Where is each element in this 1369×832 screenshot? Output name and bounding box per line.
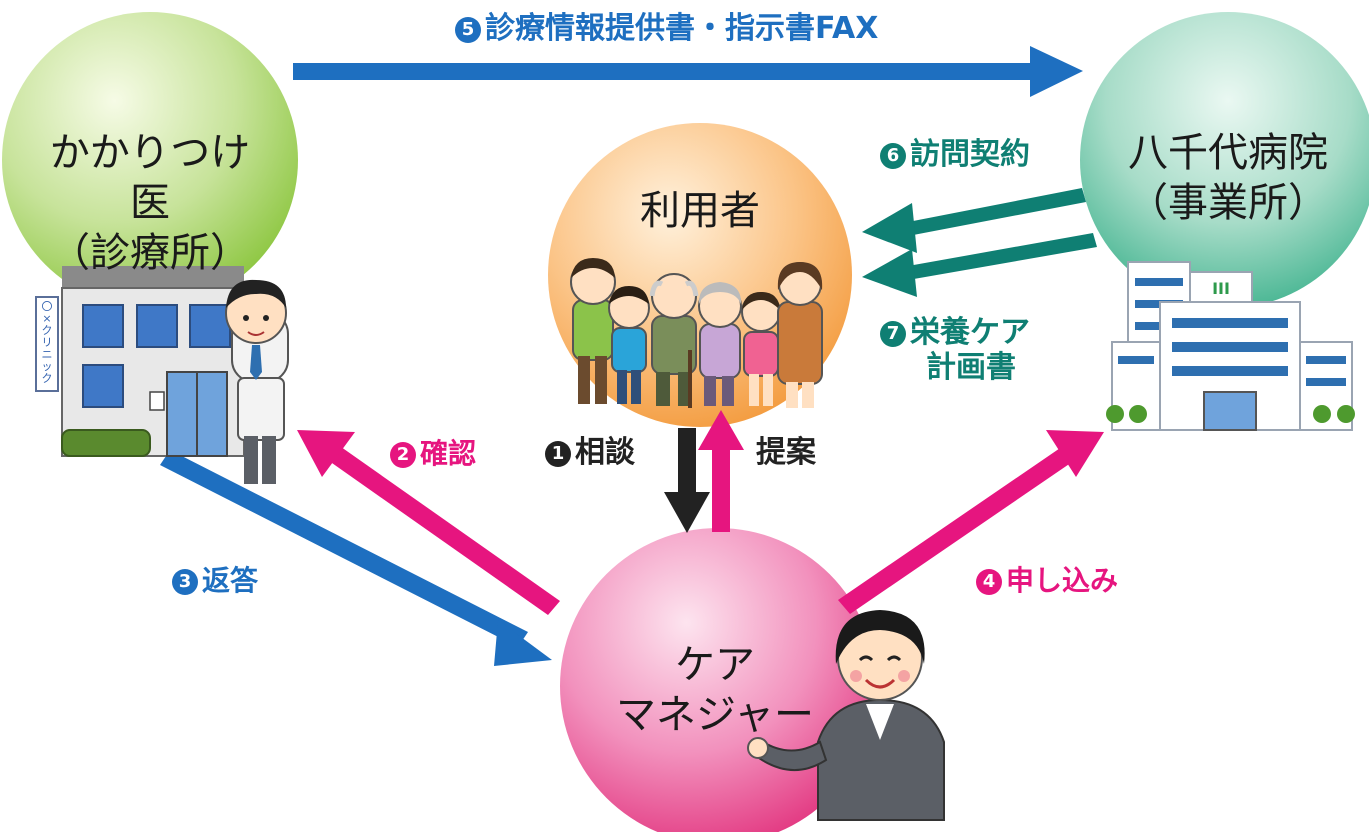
clinic-sign-char: ッ bbox=[42, 360, 53, 373]
arrow-6-contract bbox=[862, 188, 1086, 253]
badge-6: 6 bbox=[880, 143, 906, 169]
label-7-text2: 計画書 bbox=[926, 349, 1016, 385]
badge-1: 1 bbox=[545, 441, 571, 467]
arrow-5-fax bbox=[293, 46, 1083, 97]
arrow-2-confirm bbox=[297, 430, 560, 615]
clinic-sign-char: 〇 bbox=[42, 300, 53, 313]
arrow-proposal bbox=[698, 410, 744, 532]
badge-2: 2 bbox=[390, 442, 416, 468]
arrow-1-consult bbox=[664, 428, 710, 533]
label-proposal: 提案 bbox=[756, 435, 816, 471]
clinic-sign-char: ニ bbox=[42, 348, 53, 361]
user-name: 利用者 bbox=[640, 188, 760, 234]
badge-5: 5 bbox=[455, 17, 481, 43]
hospital-name: 八千代病院 bbox=[1128, 130, 1328, 176]
badge-3: 3 bbox=[172, 569, 198, 595]
caremanager-node-title: ケア マネジャー bbox=[600, 640, 830, 740]
care-manager-icon bbox=[747, 610, 945, 821]
svg-text:III: III bbox=[1212, 279, 1230, 298]
label-3-text: 返答 bbox=[202, 564, 259, 597]
caremanager-name-1: ケア bbox=[675, 642, 755, 688]
clinic-sign: 〇×クリニック bbox=[42, 300, 53, 385]
arrow-7-plan bbox=[862, 233, 1097, 297]
hospital-sub: （事業所） bbox=[1128, 180, 1328, 226]
label-4-text: 申し込み bbox=[1006, 564, 1119, 597]
clinic-sign-char: ク bbox=[42, 372, 53, 385]
clinic-building-icon: 〇×クリニック bbox=[35, 266, 245, 457]
label-6-text: 訪問契約 bbox=[910, 137, 1030, 172]
clinic-sign-char: × bbox=[42, 312, 51, 325]
label-1-text: 相談 bbox=[575, 435, 635, 470]
doctor-sub: （診療所） bbox=[50, 230, 250, 276]
label-2-text: 確認 bbox=[420, 437, 477, 470]
arrow-4-apply bbox=[838, 430, 1104, 614]
arrow-3-reply bbox=[160, 450, 552, 666]
doctor-circle bbox=[2, 12, 298, 308]
user-node-title: 利用者 bbox=[600, 186, 800, 236]
hospital-circle bbox=[1080, 12, 1369, 308]
hospital-node-title: 八千代病院 （事業所） bbox=[1110, 128, 1346, 228]
badge-7: 7 bbox=[880, 321, 906, 347]
badge-4: 4 bbox=[976, 569, 1002, 595]
doctor-name: かかりつけ医 bbox=[49, 130, 251, 226]
doctor-icon bbox=[225, 279, 289, 484]
family-icon bbox=[570, 258, 823, 408]
label-5-text: 診療情報提供書・指示書FAX bbox=[485, 11, 879, 46]
label-7-text: 栄養ケア bbox=[910, 315, 1030, 350]
doctor-node-title: かかりつけ医 （診療所） bbox=[30, 128, 270, 278]
clinic-sign-char: ク bbox=[42, 324, 53, 337]
caremanager-name-2: マネジャー bbox=[616, 692, 814, 738]
hospital-building-icon: III bbox=[1106, 261, 1355, 431]
label-proposal-text: 提案 bbox=[756, 435, 816, 470]
clinic-sign-char: リ bbox=[42, 336, 53, 349]
